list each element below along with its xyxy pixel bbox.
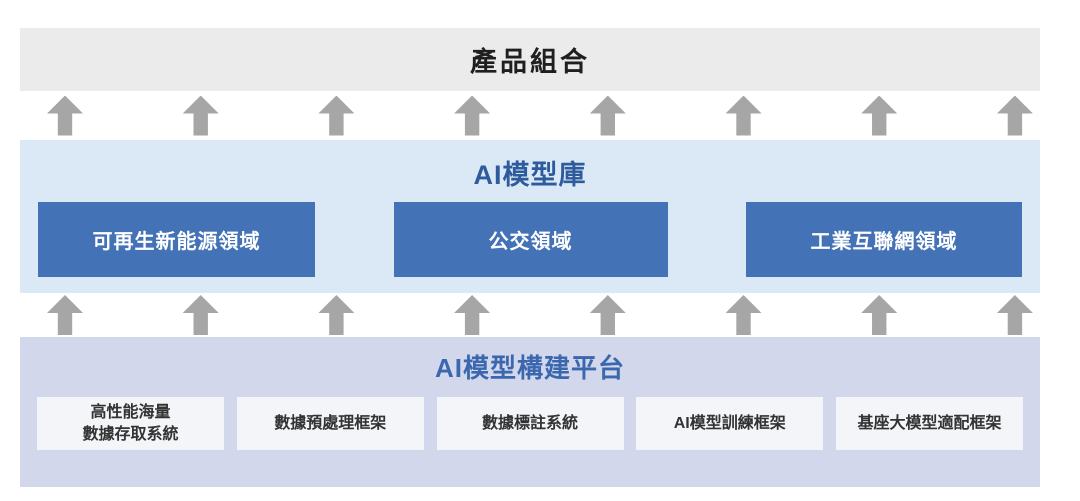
domain-box-label: 可再生新能源領域 bbox=[92, 231, 261, 253]
domain-box-renewable-energy: 可再生新能源領域 bbox=[38, 202, 315, 277]
component-box-data-labeling: 數據標註系統 bbox=[436, 397, 624, 450]
ai-model-platform-title: AI模型構建平台 bbox=[434, 353, 625, 383]
product-portfolio-band: 產品組合 bbox=[20, 28, 1040, 91]
up-arrow-icon bbox=[318, 95, 355, 136]
component-box-model-training: AI模型訓練框架 bbox=[636, 397, 824, 450]
component-box-row: 高性能海量 數據存取系統 數據預處理框架 數據標註系統 AI模型訓練框架 基座大… bbox=[20, 397, 1040, 450]
up-arrow-icon bbox=[589, 295, 626, 335]
component-box-foundation-model-adaptation: 基座大模型適配框架 bbox=[836, 397, 1023, 450]
up-arrow-icon bbox=[454, 95, 491, 136]
up-arrow-icon bbox=[996, 95, 1033, 136]
up-arrow-icon bbox=[861, 295, 898, 335]
ai-model-library-title: AI模型庫 bbox=[473, 160, 587, 190]
ai-model-platform-band: AI模型構建平台 高性能海量 數據存取系統 數據預處理框架 數據標註系統 AI模… bbox=[20, 337, 1040, 487]
up-arrow-icon bbox=[47, 95, 83, 136]
domain-box-label: 公交領域 bbox=[488, 231, 573, 253]
up-arrow-icon bbox=[454, 295, 491, 335]
up-arrow-icon bbox=[996, 295, 1033, 335]
up-arrow-icon bbox=[182, 295, 219, 335]
up-arrow-icon bbox=[725, 295, 762, 335]
arrow-row-bottom bbox=[20, 293, 1040, 337]
product-portfolio-title: 產品組合 bbox=[470, 47, 590, 77]
up-arrow-icon bbox=[182, 95, 219, 136]
domain-box-public-transport: 公交領域 bbox=[393, 202, 668, 277]
component-box-data-preprocessing: 數據預處理框架 bbox=[236, 397, 424, 450]
up-arrow-icon bbox=[318, 295, 355, 335]
up-arrow-icon bbox=[589, 95, 626, 136]
domain-box-row: 可再生新能源領域 公交領域 工業互聯網領域 bbox=[20, 202, 1040, 277]
ai-model-library-band: AI模型庫 可再生新能源領域 公交領域 工業互聯網領域 bbox=[20, 140, 1040, 293]
domain-box-industrial-internet: 工業互聯網領域 bbox=[746, 202, 1022, 277]
up-arrow-icon bbox=[861, 95, 898, 136]
up-arrow-icon bbox=[47, 295, 83, 335]
domain-box-label: 工業互聯網領域 bbox=[810, 231, 958, 253]
up-arrow-icon bbox=[725, 95, 762, 136]
arrow-row-top bbox=[20, 91, 1040, 140]
component-box-data-storage: 高性能海量 數據存取系統 bbox=[37, 397, 224, 450]
